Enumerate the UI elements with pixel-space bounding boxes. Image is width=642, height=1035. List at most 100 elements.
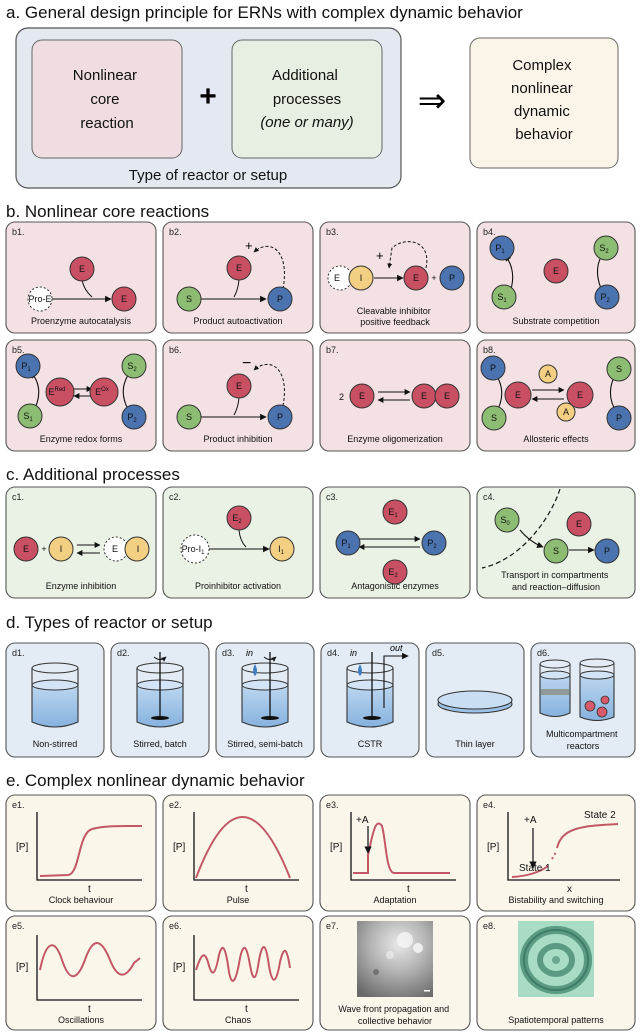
enzyme-label: E [236,381,242,391]
product-2-node [121,404,147,430]
outflow-pipe [383,652,409,708]
bistable-unstable-branch [551,851,557,860]
d4-cstr-icon: in out [346,643,409,728]
panel-b4-id: b4. [483,227,496,237]
enzyme-node [403,265,429,291]
panel-c1-caption: Enzyme inhibition [46,581,117,591]
plus-sign: + [199,80,217,113]
additional-processes-label: Additional processes [272,67,342,108]
allosteric-free-node [538,364,558,384]
panel-e3 [319,794,471,912]
core-reaction-box [31,39,183,159]
panel-d1-caption: Non-stirred [33,739,78,749]
product-1-label: P1 [341,538,351,550]
panel-d5-id: d5. [432,648,445,658]
panel-e8-caption: Spatiotemporal patterns [508,1015,604,1025]
enzyme-2-label: E2 [232,513,242,525]
substrate-node-right [606,356,632,382]
outflow-label: out [390,643,403,653]
panel-e1-id: e1. [12,800,25,810]
enzyme-1-node [382,499,408,525]
enzyme-product-node [111,286,137,312]
panel-e4-caption: Bistability and switching [508,895,603,905]
panel-e8-id: e8. [483,921,496,931]
e1-ylabel: [P] [16,842,28,853]
enzyme-node [226,373,252,399]
panel-d3-caption: Stirred, semi-batch [227,739,303,749]
panel-e2-id: e2. [169,800,182,810]
monomer-label: E [359,391,365,401]
panel-e6-id: e6. [169,921,182,931]
product-node [267,286,293,312]
section-b-title: b. Nonlinear core reactions [6,202,209,221]
panel-c2-id: c2. [169,492,181,502]
drop-icon [253,664,257,676]
inhibitor-label: I [60,544,63,554]
enzyme-label-right: E [577,390,583,400]
e2-xlabel: t [245,884,248,895]
inflow-label: in [350,648,357,658]
section-d-title: d. Types of reactor or setup [6,613,213,632]
b-panels [5,221,636,452]
panel-b2-caption: Product autoactivation [193,316,282,326]
panel-b2-id: b2. [169,227,182,237]
panel-c2-caption: Proinhibitor activation [195,581,281,591]
enzyme-label: E [23,544,29,554]
dimer-node-2 [434,383,460,409]
panel-e6 [162,915,314,1031]
pro-enzyme-label: Pro-E [28,294,51,304]
panel-e3-id: e3. [326,800,339,810]
enzyme-product-label: E [121,294,127,304]
b7-diagram: 2 E E E [339,383,460,409]
inhibition-sign: − [242,355,251,372]
panel-b8 [476,339,636,452]
panel-c1-id: c1. [12,492,24,502]
panel-d1-id: d1. [12,648,25,658]
substrate-node-left [481,405,507,431]
inhibitor-1-label: I1 [278,544,285,556]
d6-multicompartment-icon [539,658,615,722]
inhibitor-1-node [269,536,295,562]
b1-diagram: Pro-E E E [27,256,137,312]
panel-c4-id: c4. [483,492,495,502]
e7-micrograph-image [357,921,433,997]
product-node [439,265,465,291]
section-e-title: e. Complex nonlinear dynamic behavior [6,771,305,790]
enzyme-label: E [576,519,582,529]
c2-diagram: Pro-I1 E2 I1 [180,505,295,564]
panel-d3-id: d3. [222,648,235,658]
plus-sign: + [431,273,436,283]
substrate-node [176,404,202,430]
panel-b1-caption: Proenzyme autocatalysis [31,316,132,326]
substrate-2-label: S2 [599,243,609,255]
bistable-lower-branch [511,865,549,878]
enzyme-2-label: E2 [388,567,398,579]
e8-pattern-image [518,921,594,997]
inhibitor-node [48,536,74,562]
d2-stirred-beaker-icon [136,652,184,728]
product-label: P [449,273,455,283]
product-label-right: P [616,413,622,423]
result-label: Complex nonlinear dynamic behavior [511,57,577,143]
panel-b5-id: b5. [12,345,25,355]
e1-axes [36,812,142,881]
panel-d6-caption: Multicompartment reactors [546,729,620,751]
e6-xlabel: t [245,1004,248,1015]
e5-axes [36,935,142,1001]
e-curves [39,816,619,982]
panel-e4-id: e4. [483,800,496,810]
dimer-label-1: E [421,391,427,401]
substrate-label: S [186,294,192,304]
compartment-boundary [481,488,561,569]
stoichiometry-label: 2 [339,392,344,402]
drop-icon [358,664,362,676]
panel-e7-caption: Wave front propagation and collective be… [338,1004,451,1026]
enzyme-label-left: E [515,390,521,400]
e6-axes [193,935,299,1001]
e3-addition-label: +A [356,815,369,826]
e4-xlabel: x [567,884,572,895]
panel-e4 [476,794,636,912]
panel-e5-id: e5. [12,921,25,931]
enzyme-red-label: ERed [48,387,65,397]
